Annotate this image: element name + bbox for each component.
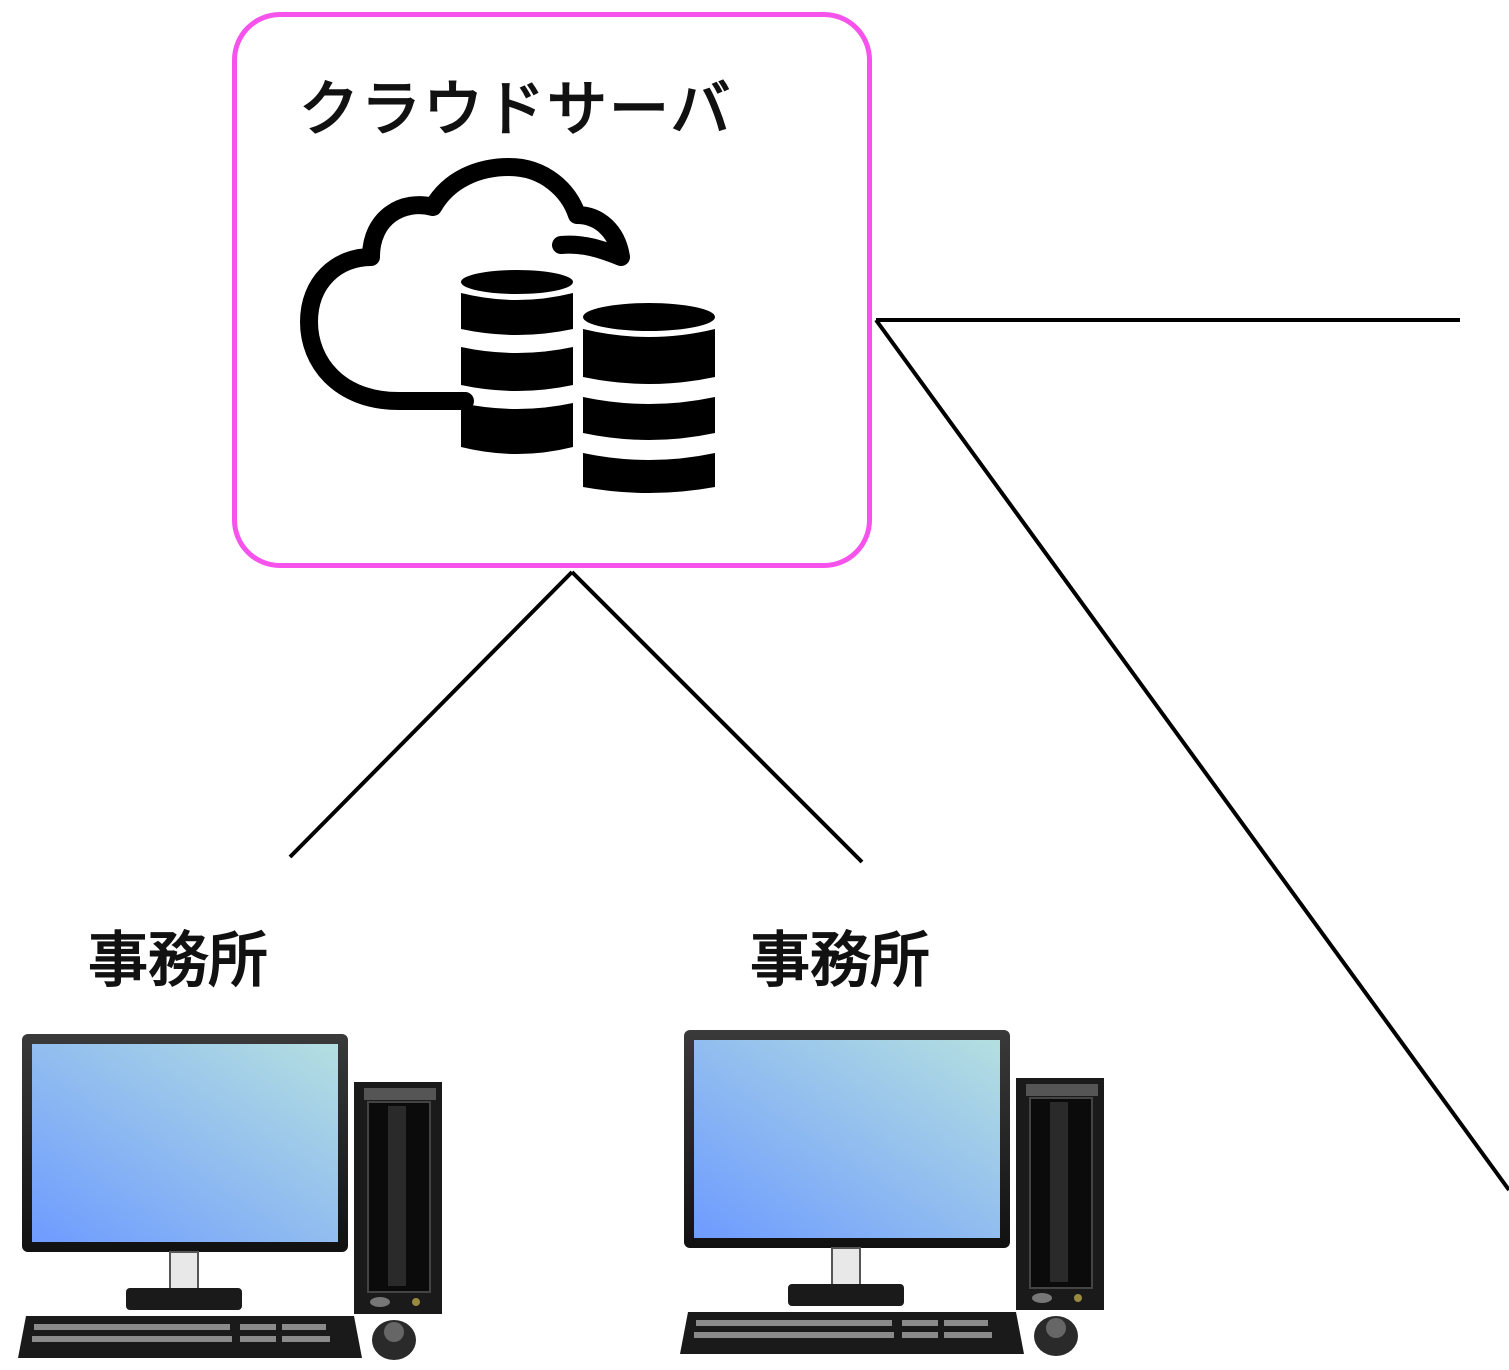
connector-cloud-to-office-2 — [570, 570, 864, 864]
cloud-database-icon — [300, 158, 715, 497]
connector-cloud-to-lower-right — [874, 318, 1509, 1192]
office-label-1: 事務所 — [88, 926, 268, 996]
desktop-computer-icon — [18, 1034, 442, 1360]
office-label-2: 事務所 — [750, 926, 930, 996]
cloud-server-node: クラウドサーバ — [232, 12, 872, 568]
cloud-server-label: クラウドサーバ — [299, 75, 733, 145]
desktop-computer-icon — [680, 1030, 1104, 1356]
connector-cloud-to-office-1 — [288, 570, 574, 859]
